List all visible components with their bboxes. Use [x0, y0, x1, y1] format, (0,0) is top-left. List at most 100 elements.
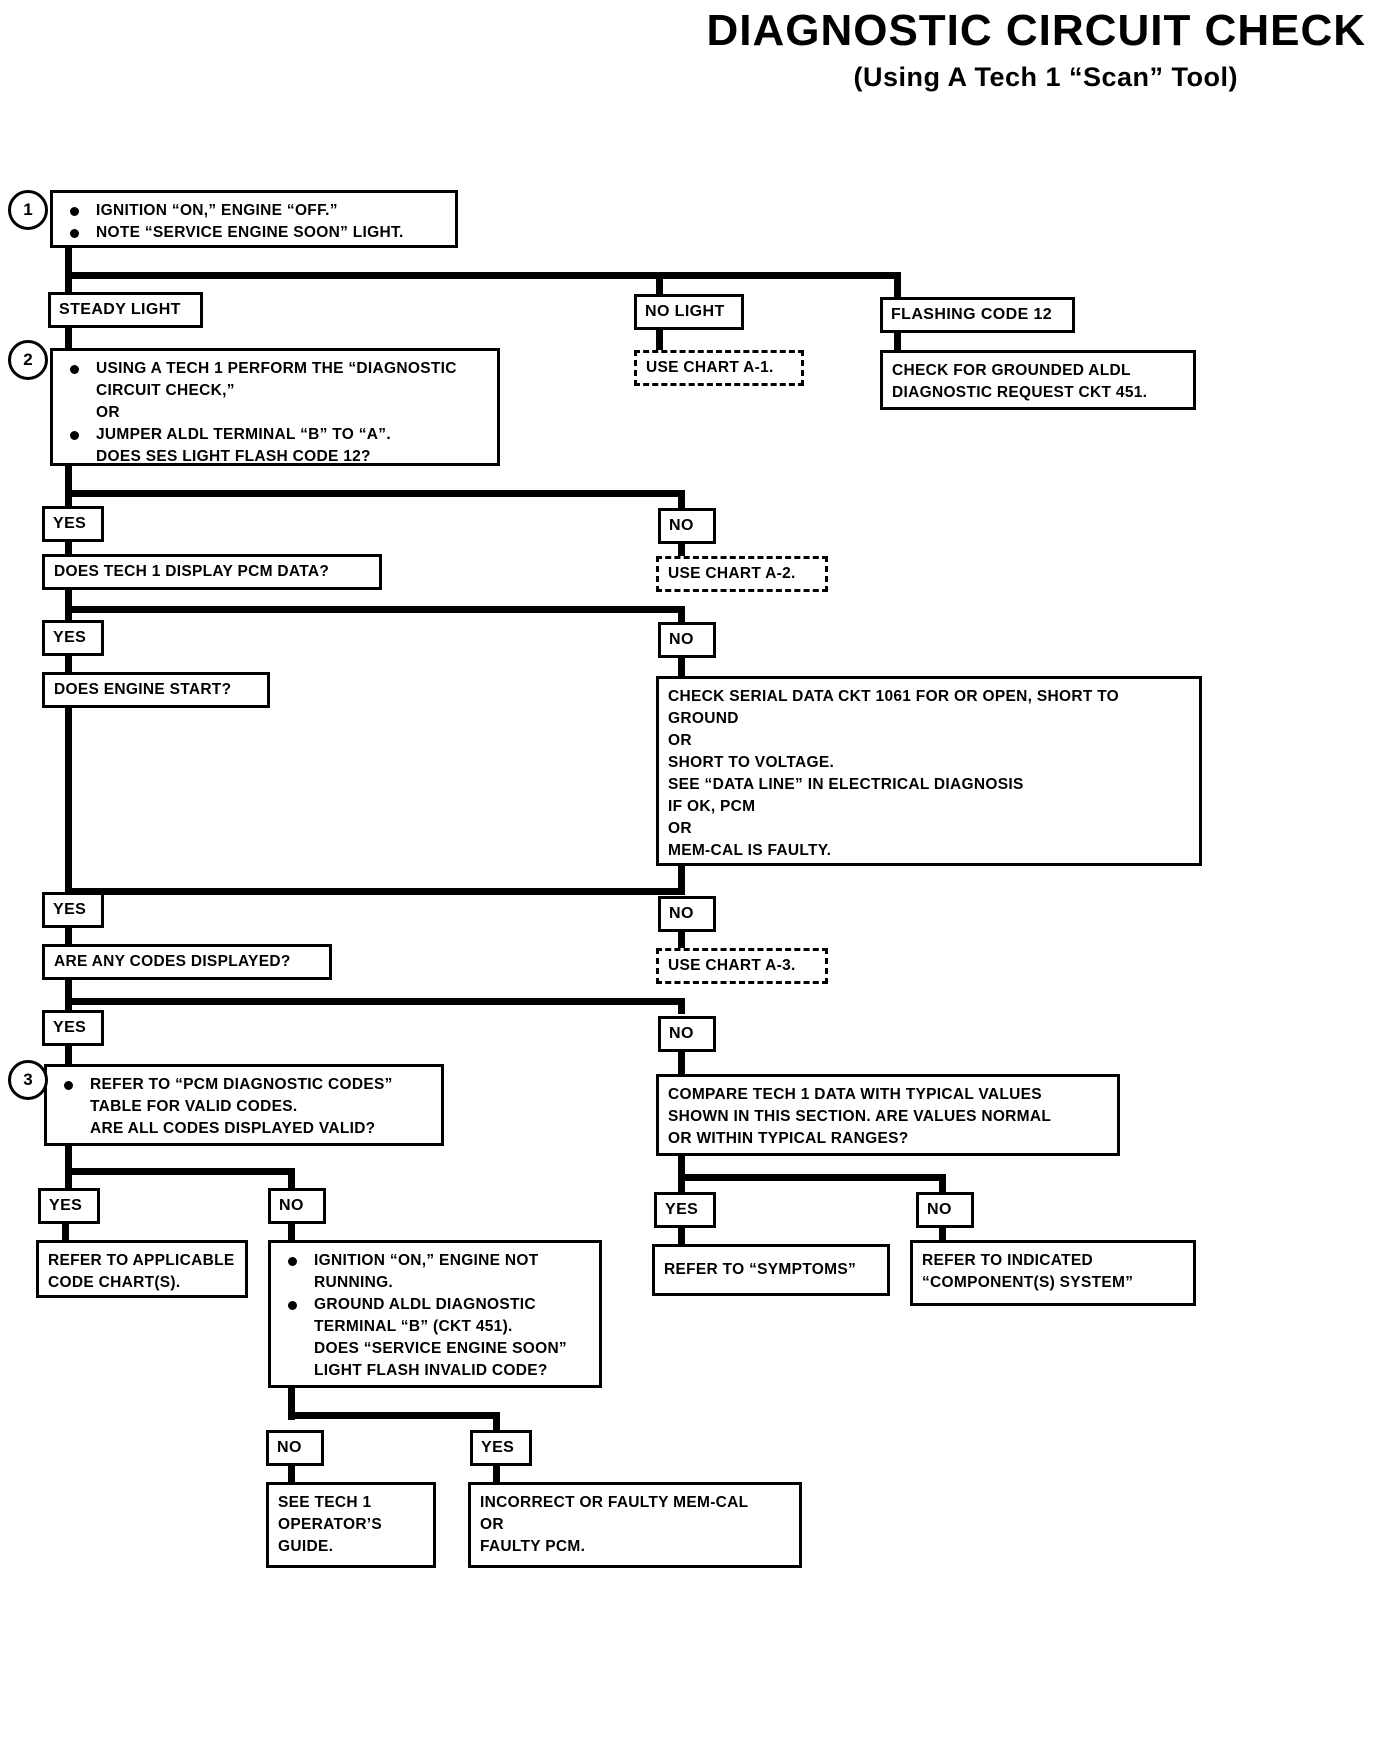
operators-guide-line-2: OPERATOR’S [278, 1516, 383, 1533]
node-step3: REFER TO “PCM DIAGNOSTIC CODES” TABLE FO… [44, 1064, 444, 1146]
connector-no7-down [288, 1466, 295, 1482]
refer-code-chart-line-2: CODE CHART(S). [48, 1274, 181, 1291]
connector-yes7-down [493, 1466, 500, 1482]
faulty-memcal-line-2: OR [480, 1516, 504, 1533]
node-check-serial-data: CHECK SERIAL DATA CKT 1061 FOR OR OPEN, … [656, 676, 1202, 866]
label-yes-4: YES [42, 1010, 104, 1046]
invalid-code-line-1: IGNITION “ON,” ENGINE NOT [280, 1250, 590, 1272]
connector-engine-start-bus [65, 888, 685, 895]
node-use-chart-a2: USE CHART A-2. [656, 556, 828, 592]
serial-data-line-3: OR [668, 732, 692, 749]
node-engine-start-question: DOES ENGINE START? [42, 672, 270, 708]
engine-start-question-text: DOES ENGINE START? [54, 681, 232, 698]
grounded-aldl-line-1: CHECK FOR GROUNDED ALDL [892, 362, 1131, 379]
step1-line-1: IGNITION “ON,” ENGINE “OFF.” [62, 200, 446, 222]
connector-step2-down [65, 466, 72, 496]
connector-compare-no [939, 1174, 946, 1196]
connector-no1-down [678, 544, 685, 558]
label-no-5: NO [268, 1188, 326, 1224]
node-tech1-operators-guide: SEE TECH 1 OPERATOR’S GUIDE. [266, 1482, 436, 1568]
label-yes-2: YES [42, 620, 104, 656]
connector-yes5-down [62, 1224, 69, 1240]
refer-symptoms-text: REFER TO “SYMPTOMS” [664, 1261, 857, 1278]
operators-guide-line-3: GUIDE. [278, 1538, 334, 1555]
connector-no2-down [678, 658, 685, 676]
node-use-chart-a3: USE CHART A-3. [656, 948, 828, 984]
label-no-2: NO [658, 622, 716, 658]
node-refer-code-chart: REFER TO APPLICABLE CODE CHART(S). [36, 1240, 248, 1298]
label-flashing-code-12: FLASHING CODE 12 [880, 297, 1075, 333]
step2-line-2: CIRCUIT CHECK,” [96, 382, 235, 399]
connector-step2-bus [65, 490, 685, 497]
use-chart-a2-text: USE CHART A-2. [668, 565, 796, 582]
serial-data-line-5: SEE “DATA LINE” IN ELECTRICAL DIAGNOSIS [668, 776, 1024, 793]
node-compare-tech1-data: COMPARE TECH 1 DATA WITH TYPICAL VALUES … [656, 1074, 1120, 1156]
connector-yes6-down [678, 1228, 685, 1244]
compare-line-2: SHOWN IN THIS SECTION. ARE VALUES NORMAL [668, 1108, 1052, 1125]
label-yes-5: YES [38, 1188, 100, 1224]
serial-data-line-8: MEM-CAL IS FAULTY. [668, 842, 832, 859]
step3-line-2: TABLE FOR VALID CODES. [90, 1098, 298, 1115]
node-pcm-data-question: DOES TECH 1 DISPLAY PCM DATA? [42, 554, 382, 590]
node-invalid-code-check: IGNITION “ON,” ENGINE NOT RUNNING. GROUN… [268, 1240, 602, 1388]
serial-data-line-1: CHECK SERIAL DATA CKT 1061 FOR OR OPEN, … [668, 688, 1120, 705]
grounded-aldl-line-2: DIAGNOSTIC REQUEST CKT 451. [892, 384, 1148, 401]
connector-codes-bus [65, 998, 685, 1005]
connector-yes3-down [65, 928, 72, 944]
node-step1: IGNITION “ON,” ENGINE “OFF.” NOTE “SERVI… [50, 190, 458, 248]
pcm-data-question-text: DOES TECH 1 DISPLAY PCM DATA? [54, 563, 330, 580]
serial-data-line-7: OR [668, 820, 692, 837]
connector-pcm-yes [65, 606, 72, 624]
connector-codes-down [65, 980, 72, 1010]
connector-no4-down [678, 1052, 685, 1074]
connector-invalid-bus [288, 1412, 500, 1419]
invalid-code-line-3: GROUND ALDL DIAGNOSTIC [280, 1294, 590, 1316]
step2-line-3: OR [96, 404, 120, 421]
connector-step2-no [678, 490, 685, 508]
step-number-1: 1 [8, 190, 48, 230]
label-yes-3: YES [42, 892, 104, 928]
connector-steady-to-step2 [65, 328, 72, 350]
step2-line-5: DOES SES LIGHT FLASH CODE 12? [96, 448, 371, 465]
connector-step3-no [288, 1168, 295, 1190]
label-no-6: NO [916, 1192, 974, 1228]
refer-component-line-2: “COMPONENT(S) SYSTEM” [922, 1274, 1134, 1291]
label-yes-1: YES [42, 506, 104, 542]
connector-step3-bus [65, 1168, 295, 1175]
connector-to-flashing-code [894, 272, 901, 298]
connector-step1-down [65, 248, 72, 278]
node-refer-symptoms: REFER TO “SYMPTOMS” [652, 1244, 890, 1296]
connector-no6-down [939, 1228, 946, 1244]
connector-pcm-no [678, 606, 685, 624]
label-no-light: NO LIGHT [634, 294, 744, 330]
connector-level1-bus [65, 272, 901, 279]
page-title: DIAGNOSTIC CIRCUIT CHECK [706, 6, 1366, 55]
step-number-3: 3 [8, 1060, 48, 1100]
connector-to-steady-light [65, 272, 72, 294]
label-no-3: NO [658, 896, 716, 932]
connector-invalid-down [288, 1388, 295, 1420]
connector-compare-bus [678, 1174, 946, 1181]
connector-serial-data-down [678, 866, 685, 892]
refer-code-chart-line-1: REFER TO APPLICABLE [48, 1252, 235, 1269]
label-no-1: NO [658, 508, 716, 544]
invalid-code-line-4: TERMINAL “B” (CKT 451). [314, 1318, 513, 1335]
serial-data-line-4: SHORT TO VOLTAGE. [668, 754, 835, 771]
connector-no3-down [678, 932, 685, 948]
invalid-code-line-6: LIGHT FLASH INVALID CODE? [314, 1362, 548, 1379]
connector-codes-no [678, 998, 685, 1014]
step-number-2-text: 2 [23, 350, 33, 369]
node-refer-component-system: REFER TO INDICATED “COMPONENT(S) SYSTEM” [910, 1240, 1196, 1306]
connector-no5-down [288, 1224, 295, 1240]
step-number-3-text: 3 [23, 1070, 33, 1089]
label-yes-6: YES [654, 1192, 716, 1228]
faulty-memcal-line-3: FAULTY PCM. [480, 1538, 586, 1555]
connector-to-no-light [656, 272, 663, 294]
connector-yes1-down [65, 542, 72, 556]
connector-pcm-bus [65, 606, 685, 613]
invalid-code-line-5: DOES “SERVICE ENGINE SOON” [314, 1340, 567, 1357]
connector-invalid-yes [493, 1412, 500, 1434]
node-faulty-memcal: INCORRECT OR FAULTY MEM-CAL OR FAULTY PC… [468, 1482, 802, 1568]
step3-line-1: REFER TO “PCM DIAGNOSTIC CODES” [56, 1074, 432, 1096]
step1-line-2: NOTE “SERVICE ENGINE SOON” LIGHT. [62, 222, 446, 244]
